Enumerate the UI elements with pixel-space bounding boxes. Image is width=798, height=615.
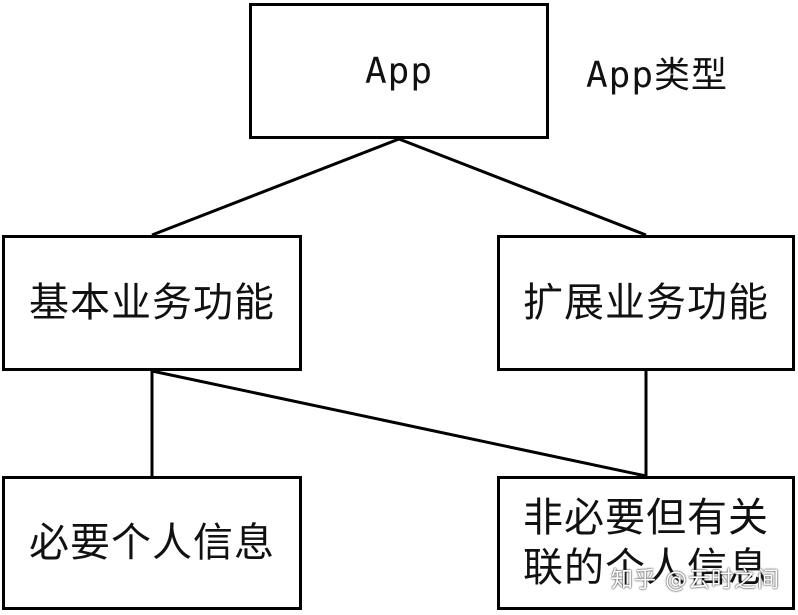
edge-app-to-extended <box>398 137 647 237</box>
extended-functions-label: 扩展业务功能 <box>523 280 769 326</box>
app-node-label: App <box>364 50 434 92</box>
basic-functions-node: 基本业务功能 <box>2 235 302 371</box>
required-personal-info-label: 必要个人信息 <box>29 520 275 566</box>
app-type-label: App类型 <box>586 55 729 96</box>
basic-functions-label: 基本业务功能 <box>29 280 275 326</box>
app-node: App <box>249 3 549 139</box>
associated-personal-info-label-line1: 非必要但有关 <box>523 495 769 541</box>
edge-app-to-basic <box>151 137 400 237</box>
required-personal-info-node: 必要个人信息 <box>2 476 302 610</box>
associated-personal-info-label-line2: 联的个人信息 <box>523 545 769 591</box>
extended-functions-node: 扩展业务功能 <box>497 235 795 371</box>
edge-basic-to-associated <box>151 369 647 478</box>
associated-personal-info-node: 非必要但有关 联的个人信息 <box>497 476 795 610</box>
watermark: 知乎 @云时之间 <box>611 568 780 593</box>
